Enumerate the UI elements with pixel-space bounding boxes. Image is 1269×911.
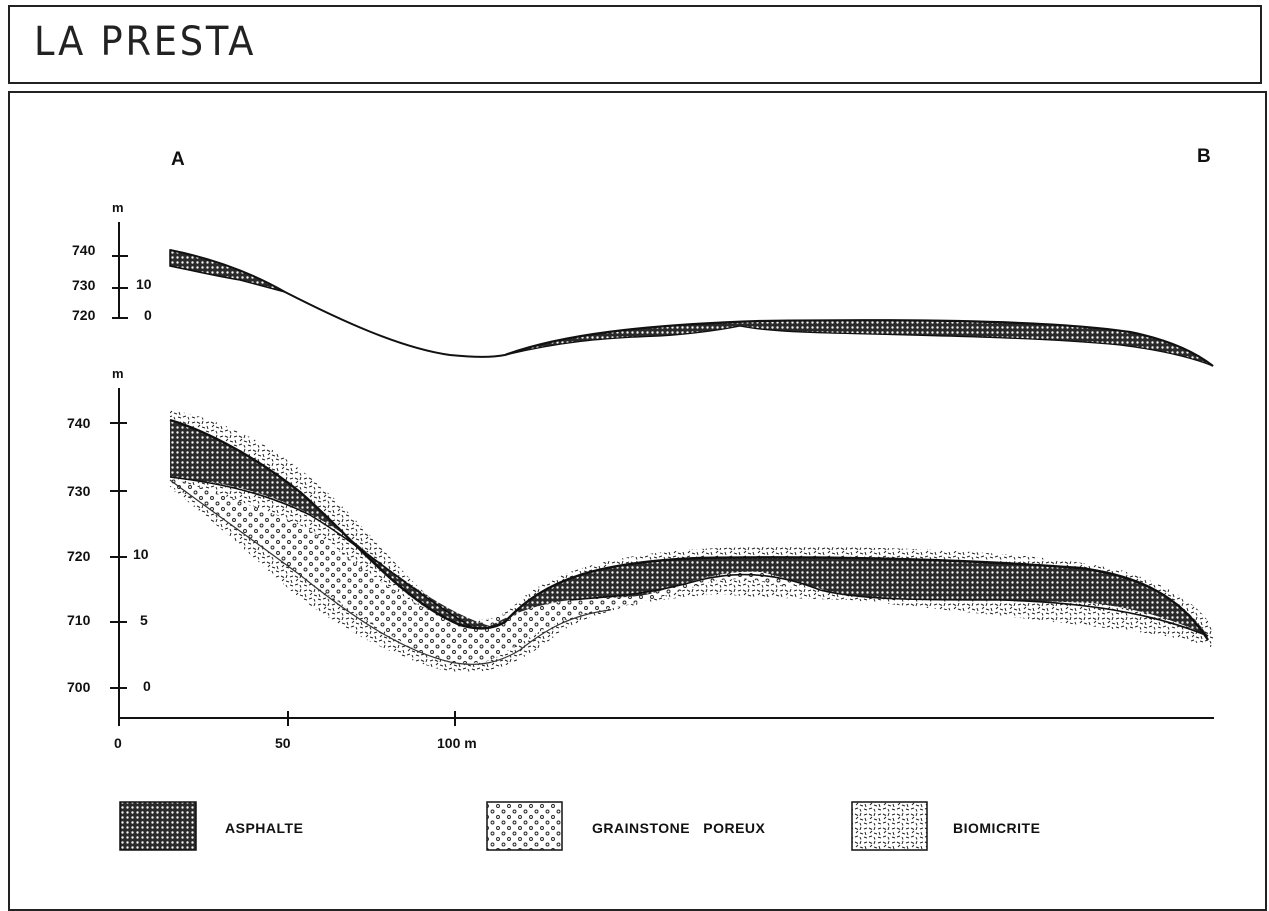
section-label-b: B: [1197, 146, 1211, 167]
lower-altitude-710: 710: [67, 612, 91, 628]
asphalte-layer: [170, 420, 1208, 636]
legend-label-grainstone: GRAINSTONE POREUX: [592, 820, 766, 836]
grainstone-base-line: [169, 479, 611, 665]
title-box: LA PRESTA: [8, 5, 1262, 84]
legend-swatch-asphalte: [119, 801, 197, 851]
legend-item-grainstone: GRAINSTONE POREUX: [486, 801, 766, 851]
asphalte-base-line-left: [169, 476, 471, 627]
lower-thickness-10: 10: [133, 546, 149, 562]
upper-thickness-0: 0: [144, 307, 152, 323]
distance-axis: 0 50 100 m: [114, 711, 1214, 751]
lower-altitude-730: 730: [67, 483, 91, 499]
legend-item-asphalte: ASPHALTE: [119, 801, 303, 851]
legend-label-asphalte: ASPHALTE: [225, 820, 303, 836]
legend-label-biomicrite: BIOMICRITE: [953, 820, 1040, 836]
asphalte-top-line: [169, 418, 1210, 641]
legend: ASPHALTE GRAINSTONE POREUX BIOMICRITE: [119, 801, 1040, 851]
legend-swatch-grainstone: [486, 801, 563, 851]
distance-label-100: 100 m: [437, 735, 477, 751]
distance-label-0: 0: [114, 735, 122, 751]
upper-altitude-720: 720: [72, 307, 96, 323]
upper-ground-line: [169, 249, 506, 358]
lower-altitude-740: 740: [67, 415, 91, 431]
upper-top-line: [504, 319, 1214, 367]
distance-label-50: 50: [275, 735, 291, 751]
upper-unit-label: m: [112, 200, 124, 215]
lower-unit-label: m: [112, 366, 124, 381]
biomicrite-layer: [170, 410, 1214, 673]
lower-altitude-720: 720: [67, 548, 91, 564]
upper-scale-bar: m 740 730 720 10 0: [72, 200, 152, 323]
lower-altitude-700: 700: [67, 679, 91, 695]
lower-thickness-5: 5: [140, 612, 148, 628]
upper-thickness-10: 10: [136, 276, 152, 292]
asphalte-base-line-right: [569, 573, 1209, 637]
lower-thickness-0: 0: [143, 678, 151, 694]
upper-altitude-730: 730: [72, 277, 96, 293]
page-title: LA PRESTA: [34, 19, 257, 65]
upper-profile: m 740 730 720 10 0: [72, 200, 1214, 367]
legend-swatch-biomicrite: [851, 801, 928, 851]
legend-item-biomicrite: BIOMICRITE: [851, 801, 1040, 851]
upper-asphalte-left: [169, 249, 286, 293]
upper-altitude-740: 740: [72, 242, 96, 258]
lower-scale-bar: m 740 730 720 710 700 10 5 0: [67, 366, 151, 718]
upper-asphalte-right: [504, 319, 1214, 367]
section-label-a: A: [171, 149, 185, 170]
lower-profile: m 740 730 720 710 700 10 5 0 0 50 100 m: [67, 366, 1214, 751]
